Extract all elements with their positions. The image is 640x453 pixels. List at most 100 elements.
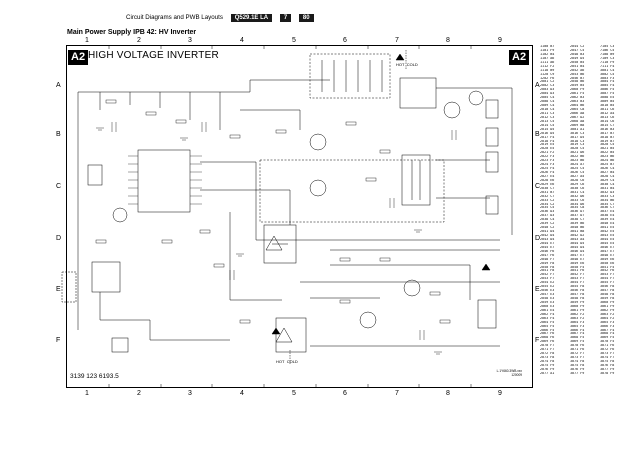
parts-index-cell: 2048 F7 <box>540 257 555 261</box>
parts-index-cell: 1120 C9 <box>540 72 555 76</box>
parts-index-cell: 3061 F9 <box>600 304 615 308</box>
parts-index-cell: 2046 F6 <box>540 249 555 253</box>
parts-index-cell: 3020 C5 <box>600 143 615 147</box>
parts-index-cell: 2049 F8 <box>540 261 555 265</box>
parts-index-cell: 3008 E5 <box>600 96 615 100</box>
parts-index-cell: 2041 D4 <box>540 230 555 234</box>
parts-index-cell: 7110 F9 <box>600 60 615 64</box>
parts-index-cell: 2037 D3 <box>540 214 555 218</box>
parts-index-cell: 2045 E7 <box>540 245 555 249</box>
schematic-frame <box>66 45 533 388</box>
parts-index-cell: 3011 C6 <box>600 108 615 111</box>
parts-index-cell: 3067 F4 <box>600 328 615 332</box>
parts-index-cell: 3058 F8 <box>570 297 585 300</box>
parts-index-cell: 3042 E5 <box>600 230 615 234</box>
grid-row-label: E <box>56 286 61 293</box>
parts-index-cell: 3065 F3 <box>570 324 585 328</box>
grid-column-label: 1 <box>85 390 89 397</box>
parts-index-cell: 3017 B7 <box>600 131 615 135</box>
parts-index-cell: 2073 F8 <box>540 356 555 360</box>
parts-index-cell: 2034 C2 <box>540 202 555 206</box>
grid-row-label: C <box>535 183 541 190</box>
parts-index-cell: 3073 F7 <box>570 356 585 360</box>
parts-index-cell: 3049 E6 <box>600 257 615 261</box>
parts-index-cell: 2043 D4 <box>540 237 555 241</box>
parts-index-cell: 3018 B7 <box>600 135 615 139</box>
parts-index-cell: 3010 B5 <box>600 104 615 108</box>
parts-index-cell: 3038 C7 <box>570 218 585 222</box>
parts-index-cell: 2051 B4 <box>570 64 585 68</box>
parts-index-cell: 1101 F9 <box>540 48 555 52</box>
parts-index-cell: 3025 C5 <box>570 167 585 171</box>
parts-index-cell: 2003 D3 <box>540 88 555 92</box>
grid-column-label: 8 <box>446 390 450 397</box>
parts-index-cell: 1202 F6 <box>540 76 555 80</box>
parts-index-cell: 2012 C3 <box>540 115 555 119</box>
parts-index-cell: 2075 F9 <box>540 363 555 367</box>
parts-index-cell: 3036 D7 <box>570 210 585 214</box>
parts-index-cell: 2068 F6 <box>540 336 555 340</box>
parts-index-cell: 2008 C4 <box>540 100 555 104</box>
parts-index-cell: 3023 B6 <box>570 159 585 163</box>
parts-index-cell: 3060 F9 <box>600 300 615 304</box>
hot-label: HOT <box>396 62 405 67</box>
grid-column-label: 4 <box>240 37 244 44</box>
parts-index-cell: 3012 A4 <box>600 111 615 115</box>
model-tag: Q529.1E LA <box>230 14 273 22</box>
parts-index-cell: 2027 E4 <box>540 174 555 178</box>
parts-index-cell: 2068 A8 <box>570 119 585 123</box>
grid-row-label: F <box>56 337 61 344</box>
parts-index-cell: 1107 A6 <box>540 56 555 60</box>
parts-index-cell: 3041 E5 <box>600 226 615 230</box>
parts-index-cell: 3057 F8 <box>600 289 615 293</box>
parts-index-cell: 3016 C3 <box>570 131 585 135</box>
parts-index-cell: 3056 F8 <box>570 289 585 293</box>
parts-index-cell: 3023 B6 <box>600 155 615 159</box>
parts-index-cell: 3059 F8 <box>600 297 615 300</box>
parts-index-cell: 3001 A1 <box>570 127 585 131</box>
parts-index-cell: 2065 F5 <box>540 324 555 328</box>
parts-index-cell: 2021 F2 <box>540 151 555 155</box>
grid-row-label: A <box>535 82 540 89</box>
grid-column-label: 7 <box>395 390 399 397</box>
grid-row-label: E <box>535 286 540 293</box>
parts-index-cell: 2009 C4 <box>540 104 555 108</box>
parts-index-cell: 2052 A6 <box>570 68 585 72</box>
parts-index-cell: 7108 B9 <box>600 52 615 56</box>
parts-index-cell: 3070 F5 <box>600 340 615 344</box>
parts-index-cell: 3049 E6 <box>570 261 585 265</box>
parts-index-cell: 2042 D4 <box>540 234 555 237</box>
drawing-reference: L.1Y660.3WB.xxx 120009 <box>468 369 522 377</box>
parts-index-cell: 3039 B6 <box>570 222 585 226</box>
parts-index-cell: 3030 C4 <box>600 182 615 186</box>
parts-index-cell: 3071 F6 <box>600 344 615 348</box>
parts-index-cell: 2048 B3 <box>570 52 585 56</box>
parts-index-cell: 2047 C5 <box>570 48 585 52</box>
parts-index-cell: 2022 F3 <box>540 155 555 159</box>
parts-index-cell: 3046 D4 <box>570 249 585 253</box>
parts-index-cell: 3043 E5 <box>600 234 615 237</box>
parts-index-cell: 3063 F2 <box>570 316 585 320</box>
grid-column-label: 9 <box>498 37 502 44</box>
hot-label: HOT <box>276 359 285 364</box>
parts-index-cell: 3021 B5 <box>600 147 615 151</box>
parts-index-cell: 2020 E5 <box>540 147 555 151</box>
parts-index-cell: 3076 F9 <box>570 367 585 371</box>
parts-index-cell: 2059 E3 <box>540 300 555 304</box>
parts-index-cell: 2047 F6 <box>540 253 555 257</box>
parts-index-cell: 2030 C7 <box>540 186 555 190</box>
parts-index-cell: 2005 C4 <box>540 96 555 100</box>
parts-index-cell: 3022 B6 <box>570 155 585 159</box>
parts-index-cell: 3039 E4 <box>600 218 615 222</box>
